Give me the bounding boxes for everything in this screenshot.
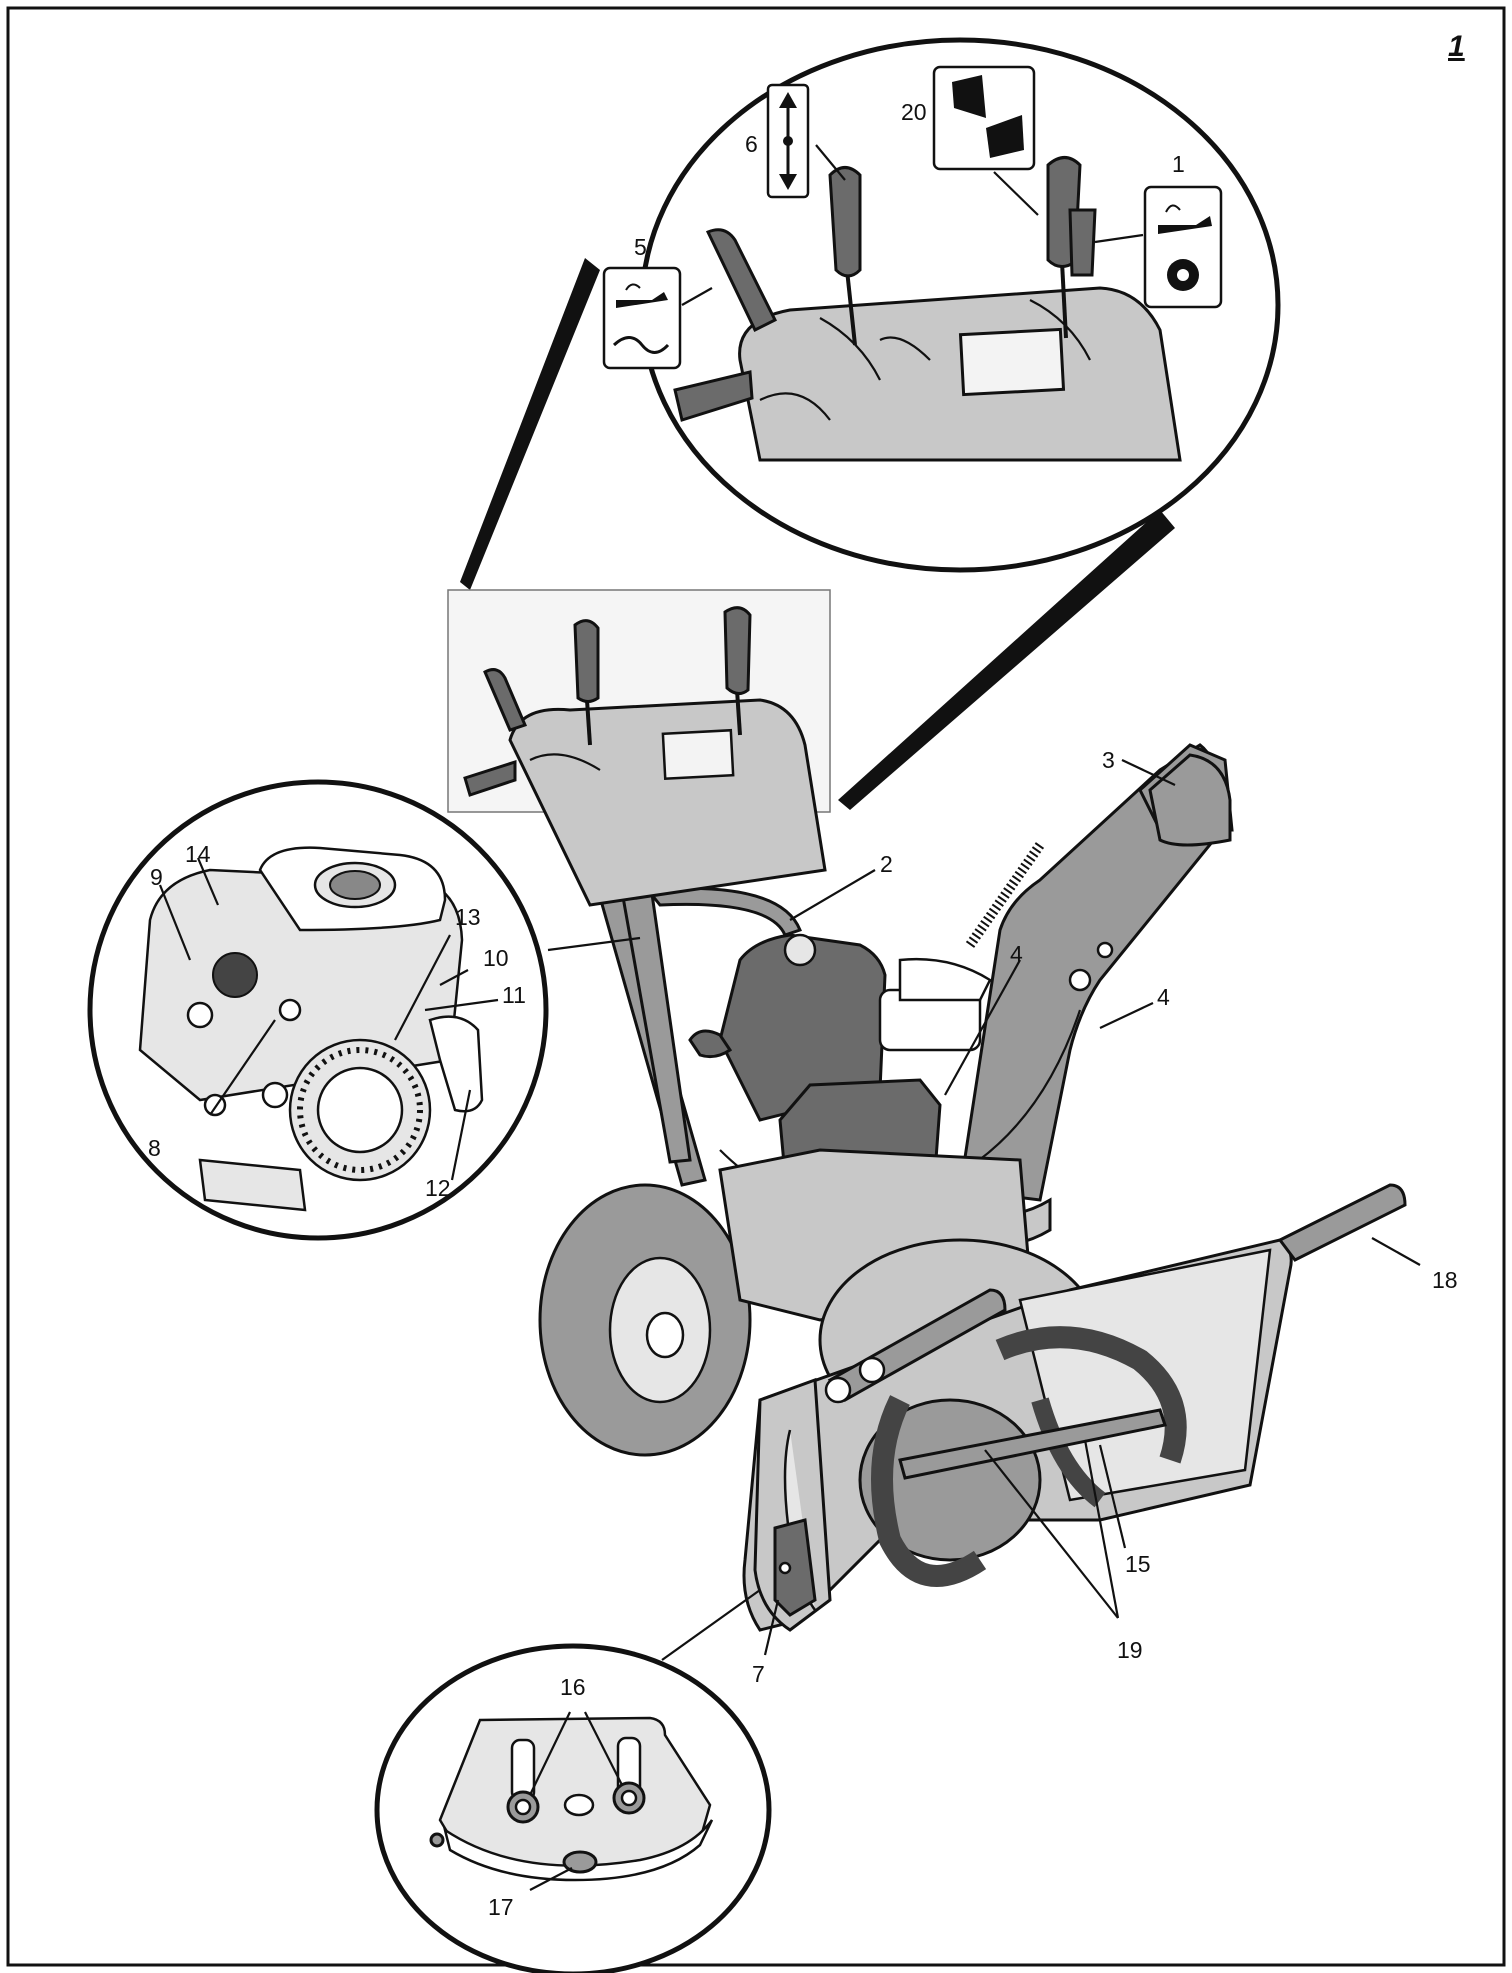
left-handle-grip [673, 370, 754, 422]
skid-detail [374, 1589, 772, 1973]
callout-11: 11 [502, 982, 526, 1008]
callout-13: 13 [455, 904, 481, 930]
callout-12: 12 [425, 1175, 451, 1201]
snowblower-main [447, 589, 1407, 1632]
callout-6: 6 [745, 131, 758, 157]
callout-14: 14 [185, 841, 211, 867]
callout-5: 5 [634, 234, 647, 260]
skid-shoe [773, 1518, 817, 1617]
figure-number: 1 [1448, 30, 1465, 63]
control-panel-detail [460, 37, 1281, 810]
callout-7: 7 [752, 1661, 765, 1687]
callout-19: 19 [1117, 1637, 1143, 1663]
callout-1: 1 [1172, 151, 1185, 177]
detail-connector-left [460, 258, 600, 590]
drive-lever [1068, 208, 1097, 277]
callout-4-spring: 4 [1157, 984, 1170, 1010]
callout-9: 9 [150, 864, 163, 890]
page-border [6, 6, 1506, 1967]
drive-engage-wheel-icon [1143, 185, 1223, 309]
callout-15: 15 [1125, 1551, 1151, 1577]
callout-4-chute: 4 [1010, 941, 1023, 967]
callout-3: 3 [1102, 747, 1115, 773]
callout-17: 17 [488, 1894, 514, 1920]
chute-tilt-lever [828, 166, 862, 278]
engine-block [718, 933, 887, 1122]
engine-detail [87, 779, 641, 1241]
dash-lever-right [723, 606, 752, 695]
up-down-arrow-icon [766, 83, 810, 199]
auger-lever [705, 228, 778, 333]
callout-labels: 1 2 3 4 4 5 6 7 8 9 10 11 12 13 14 15 16… [148, 99, 1458, 1920]
auger-spiral-left [871, 1395, 987, 1587]
callout-18: 18 [1432, 1267, 1458, 1293]
panel-body [738, 286, 1182, 462]
chute-deflector-icon [932, 65, 1036, 171]
fuel-cap [783, 933, 817, 967]
callout-2: 2 [880, 851, 893, 877]
dash-panel [508, 698, 827, 907]
panel-window [958, 327, 1066, 397]
chute-spring [965, 842, 1045, 948]
auger-shaft [898, 1408, 1167, 1480]
dual-handle-bar [1277, 1183, 1407, 1262]
oil-cap [212, 952, 258, 998]
detail-connector-right [838, 510, 1175, 810]
shear-bolt [562, 1850, 598, 1874]
callout-10: 10 [483, 945, 509, 971]
auger-spiral-right [995, 1326, 1187, 1464]
callout-8: 8 [148, 1135, 161, 1161]
chute-deflector [1148, 753, 1232, 847]
callout-20: 20 [901, 99, 927, 125]
callout-16: 16 [560, 1674, 586, 1700]
starter-handle [428, 1015, 484, 1113]
dash-lever-left [573, 619, 600, 703]
dash-handle-left [483, 668, 528, 732]
skid-plate-detail [438, 1716, 712, 1872]
main-leader-lines [763, 759, 1421, 1656]
auger-engage-icon [602, 266, 682, 370]
